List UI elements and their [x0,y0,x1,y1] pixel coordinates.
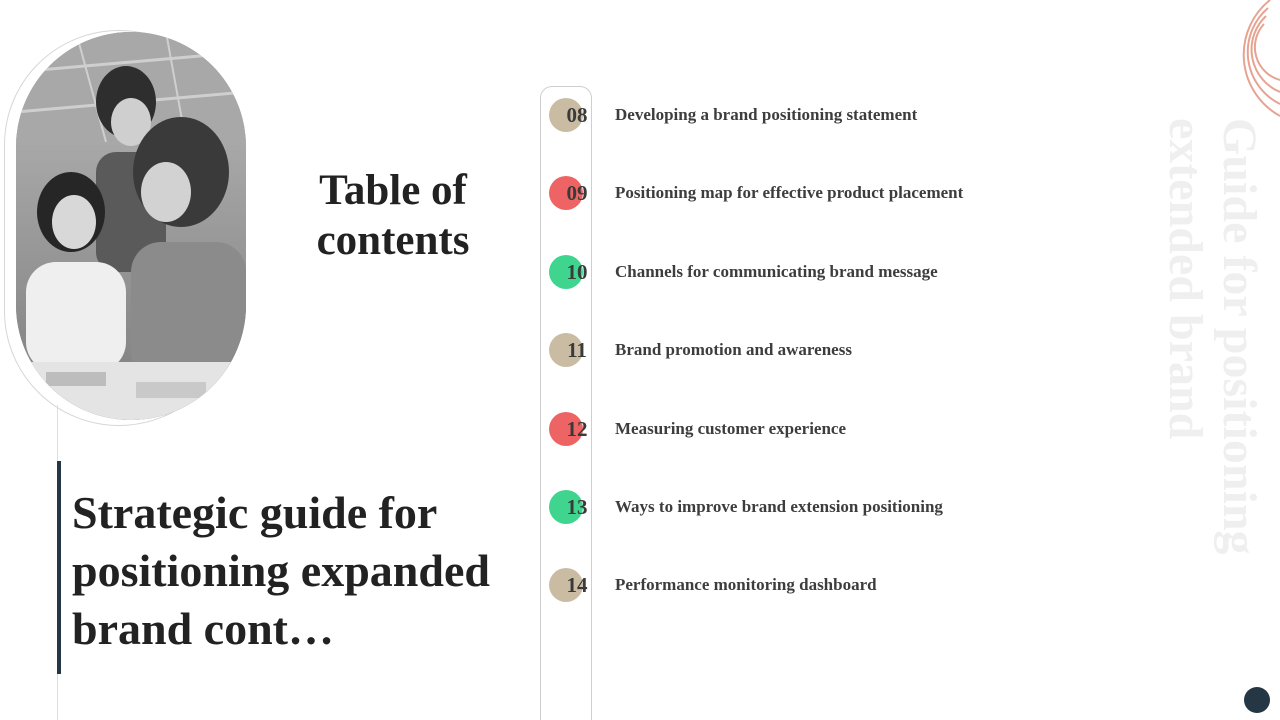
toc-number: 12 [566,417,588,441]
title-accent-bar [57,461,61,674]
decorative-arcs [1242,0,1280,117]
toc-label: Channels for communicating brand message [615,262,938,281]
toc-dot [549,255,583,289]
team-photo-illustration [16,32,246,420]
toc-number: 10 [566,260,588,284]
toc-dot [549,412,583,446]
main-title: Strategic guide for positioning expanded… [72,487,490,654]
toc-label: Developing a brand positioning statement [615,105,918,124]
toc-number: 08 [566,103,588,127]
corner-dot [1244,687,1270,713]
arc [1250,15,1280,93]
toc-label: Brand promotion and awareness [615,340,852,359]
arc [1242,0,1280,117]
toc-number: 11 [567,338,587,362]
toc-item[interactable]: 09 Positioning map for effective product… [549,176,1109,212]
arc-group [1242,0,1280,117]
toc-dot [549,176,583,210]
toc-dot [549,333,583,367]
side-title-line: extended brand [1159,118,1212,440]
toc-item[interactable]: 10 Channels for communicating brand mess… [549,255,1109,291]
toc-number: 14 [566,573,588,597]
arc [1246,7,1280,105]
toc-label: Ways to improve brand extension position… [615,497,943,516]
toc-label: Measuring customer experience [615,419,847,438]
arc [1253,23,1280,81]
toc-dot [549,98,583,132]
toc-dot [549,490,583,524]
toc-label: Positioning map for effective product pl… [615,183,964,202]
toc-item[interactable]: 11 Brand promotion and awareness [549,333,1109,369]
toc-label: Performance monitoring dashboard [615,575,877,594]
toc-item[interactable]: 14 Performance monitoring dashboard [549,568,1109,604]
side-watermark-title: Guide for positioning extended brand [1158,118,1266,555]
toc-item[interactable]: 08 Developing a brand positioning statem… [549,98,1109,134]
toc-dot [549,568,583,602]
team-photo [16,32,246,420]
toc-item[interactable]: 12 Measuring customer experience [549,412,1109,448]
toc-number: 09 [566,181,588,205]
side-title-line: Guide for positioning [1213,118,1266,555]
toc-number: 13 [566,495,588,519]
toc-item[interactable]: 13 Ways to improve brand extension posit… [549,490,1109,526]
toc-heading: Table of contents [316,167,470,264]
